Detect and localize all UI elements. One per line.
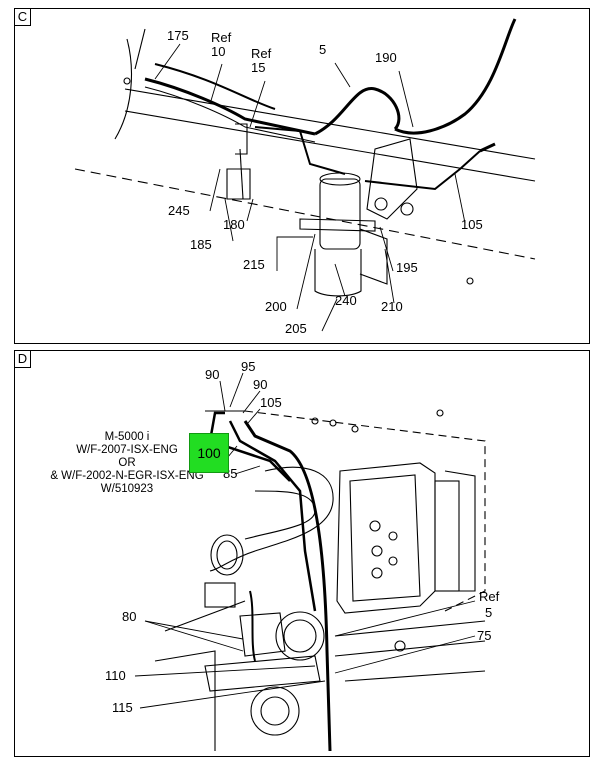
callout-245: 245 — [168, 203, 190, 218]
applicability-note: M-5000 i W/F-2007-ISX-ENG OR & W/F-2002-… — [31, 431, 223, 496]
callout-215: 215 — [243, 257, 265, 272]
note-line: W/510923 — [100, 483, 154, 495]
detail-panel-d: D — [14, 350, 590, 757]
callout-175: 175 — [167, 28, 189, 43]
callout-90-lower: 90 — [253, 377, 267, 392]
callout-5-ref: Ref — [479, 589, 500, 604]
callout-105: 105 — [461, 217, 483, 232]
callout-210: 210 — [381, 299, 403, 314]
panel-c-illustration: 175 Ref 10 Ref 15 5 190 245 180 185 105 … — [74, 18, 536, 336]
callout-240: 240 — [335, 293, 357, 308]
callout-95: 95 — [241, 359, 255, 374]
callout-205: 205 — [285, 321, 307, 336]
note-line: M-5000 i — [104, 431, 150, 443]
callout-185: 185 — [190, 237, 212, 252]
note-line: OR — [118, 457, 136, 469]
highlighted-part-100[interactable]: 100 — [189, 433, 229, 473]
highlighted-part-label: 100 — [197, 445, 221, 461]
note-line: W/F-2007-ISX-ENG — [76, 444, 178, 456]
panel-letter-c: C — [15, 9, 31, 26]
callout-190: 190 — [375, 50, 397, 65]
callout-105: 105 — [260, 395, 282, 410]
panel-d-illustration: 90 95 90 105 85 80 110 115 Ref 5 75 — [105, 359, 500, 752]
callout-5: 5 — [485, 605, 492, 620]
callout-115: 115 — [112, 700, 133, 715]
callout-10: 10 — [211, 44, 225, 59]
callout-90-upper: 90 — [205, 367, 219, 382]
callout-110: 110 — [105, 668, 126, 683]
detail-panel-c: C — [14, 8, 590, 344]
callout-180: 180 — [223, 217, 245, 232]
note-line: & W/F-2002-N-EGR-ISX-ENG — [50, 470, 204, 482]
callout-195: 195 — [396, 260, 418, 275]
callout-5: 5 — [319, 42, 326, 57]
callout-80: 80 — [122, 609, 136, 624]
callout-15-ref: Ref — [251, 46, 272, 61]
callout-10-ref: Ref — [211, 30, 232, 45]
panel-letter-d: D — [15, 351, 31, 368]
callout-75: 75 — [477, 628, 491, 643]
callout-15: 15 — [251, 60, 265, 75]
callout-200: 200 — [265, 299, 287, 314]
